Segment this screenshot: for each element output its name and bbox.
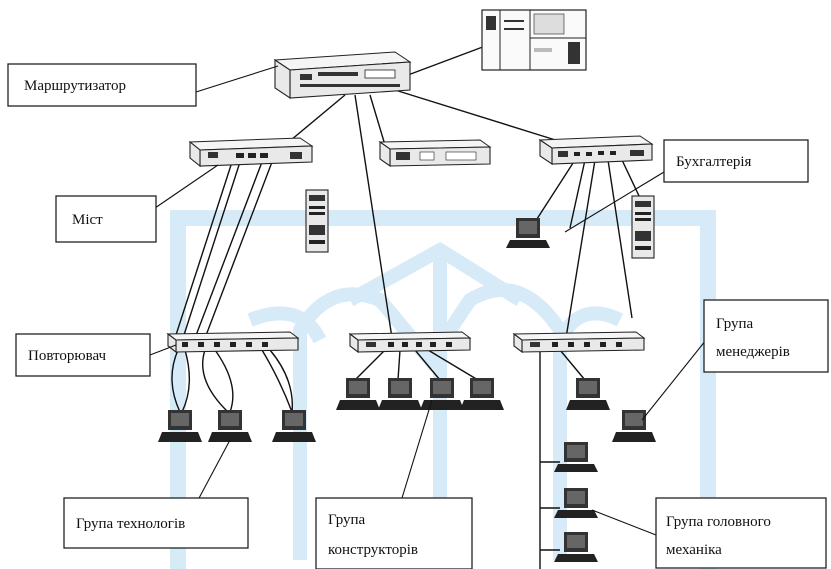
workstation-icon bbox=[554, 442, 598, 472]
label-designers: Група конструкторів bbox=[315, 497, 473, 569]
label-designers-line2: конструкторів bbox=[328, 542, 418, 558]
label-designers-line1: Група bbox=[328, 512, 366, 528]
label-managers-line2: менеджерів bbox=[716, 344, 790, 360]
hub-icon bbox=[512, 331, 646, 354]
workstation-icon bbox=[566, 378, 610, 410]
tower-server-icon bbox=[631, 195, 655, 259]
label-technologists: Група технологів bbox=[63, 497, 249, 549]
label-bridge: Міст bbox=[55, 195, 157, 243]
workstation-icon bbox=[208, 410, 252, 442]
callout-leaders bbox=[149, 65, 707, 536]
label-managers-line1: Група bbox=[716, 316, 754, 332]
watermark-emblem bbox=[170, 210, 716, 569]
hub-icon bbox=[348, 331, 472, 354]
repeater-icon bbox=[166, 331, 300, 354]
label-technologists-text: Група технологів bbox=[76, 516, 185, 532]
label-repeater-text: Повторювач bbox=[28, 348, 107, 364]
label-repeater: Повторювач bbox=[15, 333, 151, 377]
label-bridge-text: Міст bbox=[72, 212, 103, 228]
network-links bbox=[171, 44, 641, 569]
workstation-icon bbox=[506, 218, 550, 248]
switch-icon bbox=[538, 135, 654, 166]
router-icon bbox=[273, 51, 412, 100]
workstation-icon bbox=[554, 532, 598, 562]
workstation-icon bbox=[272, 410, 316, 442]
workstation-icon bbox=[420, 378, 464, 410]
hub-icon bbox=[378, 139, 492, 168]
workstation-icon bbox=[336, 378, 380, 410]
workstation-icon bbox=[158, 410, 202, 442]
bridge-icon bbox=[188, 137, 314, 168]
tower-server-icon bbox=[305, 189, 329, 253]
workstation-icon bbox=[612, 410, 656, 442]
label-chief-mechanic: Група головного механіка bbox=[655, 497, 827, 569]
label-accounting: Бухгалтерія bbox=[663, 139, 809, 183]
label-chief-line1: Група головного bbox=[666, 514, 771, 530]
label-managers: Група менеджерів bbox=[703, 299, 829, 373]
workstation-icon bbox=[378, 378, 422, 410]
label-router: Маршрутизатор bbox=[7, 63, 197, 107]
workstation-icon bbox=[554, 488, 598, 518]
label-router-text: Маршрутизатор bbox=[24, 78, 126, 94]
label-accounting-text: Бухгалтерія bbox=[676, 154, 752, 170]
server-rack-icon bbox=[481, 9, 587, 71]
workstation-icon bbox=[460, 378, 504, 410]
label-chief-line2: механіка bbox=[666, 542, 722, 558]
